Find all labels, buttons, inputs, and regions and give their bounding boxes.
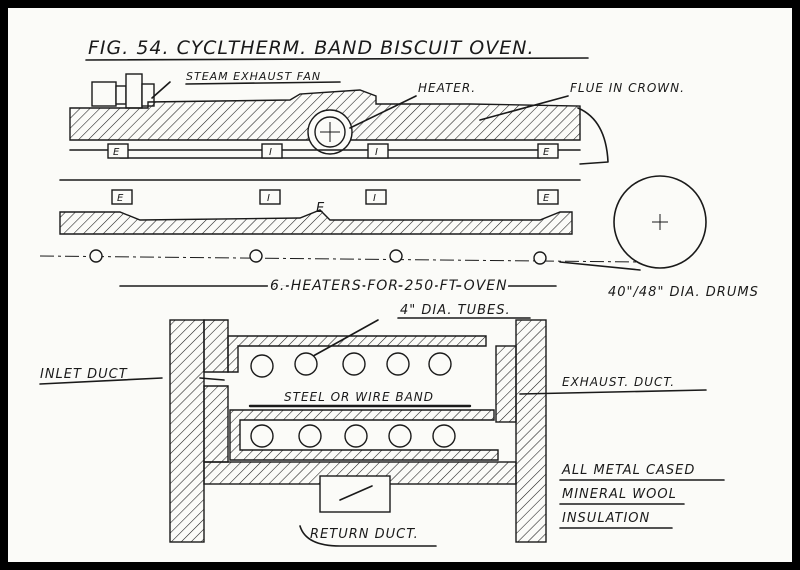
return-underline bbox=[299, 525, 437, 547]
heater bbox=[307, 109, 353, 155]
drum bbox=[613, 175, 707, 269]
drawing-frame: FIG. 54. CYCLTHERM. BAND BISCUIT OVEN. S… bbox=[8, 8, 792, 562]
insulation-label-2: MINERAL WOOL bbox=[562, 487, 677, 502]
band-label: STEEL OR WIRE BAND bbox=[284, 390, 434, 404]
zone-marker: I bbox=[267, 193, 271, 204]
zone-marker: E bbox=[113, 147, 120, 158]
inlet-arrow bbox=[199, 377, 225, 381]
zone-marker: I bbox=[269, 147, 273, 158]
inlet-label: INLET DUCT bbox=[40, 367, 128, 382]
zone-marker: I bbox=[373, 193, 377, 204]
return-label: RETURN DUCT. bbox=[310, 527, 419, 542]
steam-fan-underline bbox=[185, 81, 341, 85]
tubes-label: 4" DIA. TUBES. bbox=[400, 303, 511, 318]
left-wall bbox=[169, 319, 205, 543]
centre-line bbox=[39, 255, 641, 263]
title-underline bbox=[85, 57, 589, 61]
upper-duct-wall bbox=[227, 335, 487, 373]
lower-duct-wall bbox=[229, 409, 499, 461]
bottom-zone-markers: E I E I E bbox=[111, 189, 559, 216]
zone-marker: E bbox=[543, 193, 550, 204]
oven-diagram: FIG. 54. CYCLTHERM. BAND BISCUIT OVEN. S… bbox=[39, 37, 759, 547]
insulation-label-1: ALL METAL CASED bbox=[561, 463, 695, 478]
heater-leader bbox=[349, 95, 417, 129]
steam-exhaust-fan bbox=[91, 73, 171, 109]
oven-base bbox=[59, 209, 573, 235]
upper-tubes bbox=[250, 352, 452, 378]
insulation-label-3: INSULATION bbox=[562, 511, 650, 526]
flue-label: FLUE IN CROWN. bbox=[570, 81, 685, 95]
exhaust-leader bbox=[519, 389, 707, 395]
zone-marker: I bbox=[375, 147, 379, 158]
top-zone-markers: E I I E bbox=[107, 143, 559, 159]
lower-tubes bbox=[250, 424, 456, 448]
flue-leader bbox=[479, 95, 569, 121]
right-wall bbox=[515, 319, 547, 543]
inlet-baffle-upper bbox=[203, 319, 229, 373]
drum-band bbox=[559, 261, 641, 271]
zone-marker: E bbox=[316, 201, 325, 216]
return-arrow bbox=[339, 485, 373, 501]
figure-title: FIG. 54. CYCLTHERM. BAND BISCUIT OVEN. bbox=[88, 37, 535, 59]
heater-label: HEATER. bbox=[418, 81, 476, 95]
zone-marker: E bbox=[117, 193, 124, 204]
support-rollers bbox=[89, 249, 547, 265]
steam-fan-label: STEAM EXHAUST FAN bbox=[186, 70, 321, 83]
inlet-baffle-lower bbox=[203, 385, 229, 463]
exhaust-baffle bbox=[495, 345, 517, 423]
zone-marker: E bbox=[543, 147, 550, 158]
heaters-label: 6. HEATERS FOR 250 FT OVEN bbox=[270, 278, 508, 294]
inlet-leader bbox=[39, 377, 163, 385]
exhaust-label: EXHAUST. DUCT. bbox=[562, 375, 675, 389]
oven-nose bbox=[577, 107, 609, 165]
drums-label: 40"/48" DIA. DRUMS bbox=[608, 285, 759, 300]
